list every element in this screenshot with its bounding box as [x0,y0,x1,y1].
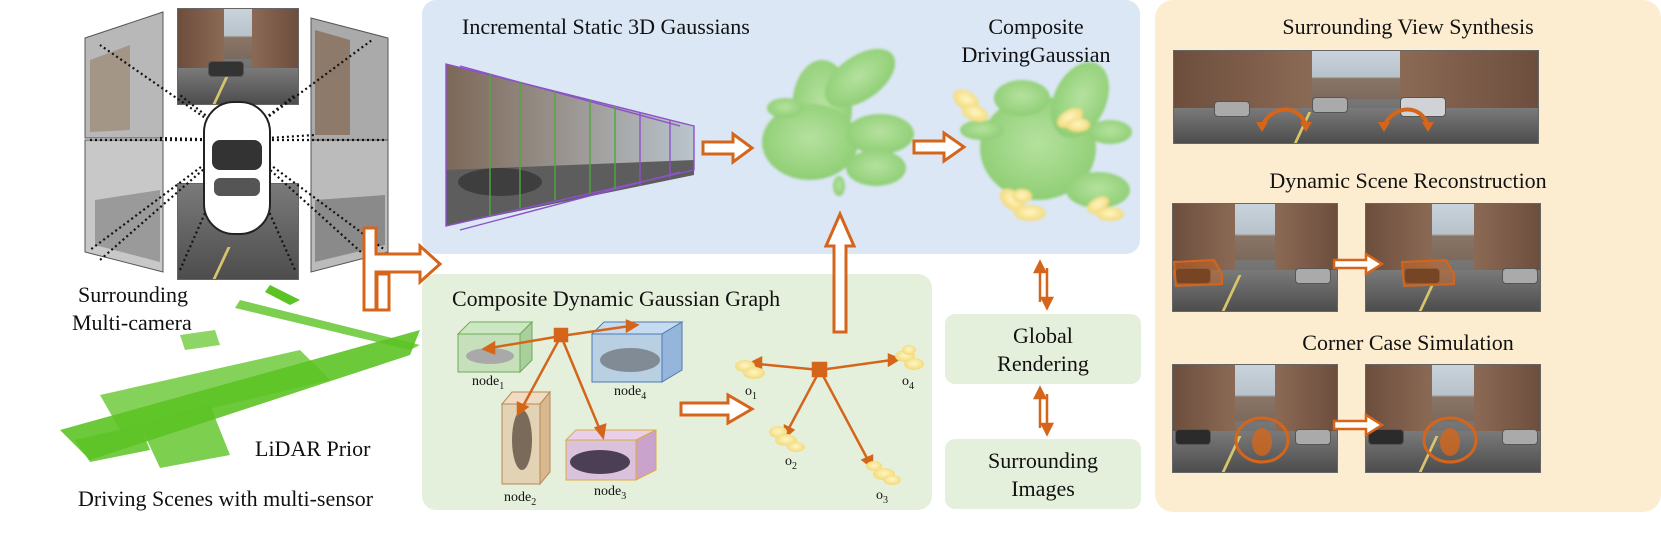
object-label-2: o2 [785,454,797,472]
arrow-frustum-to-blob [701,131,755,165]
node-label-2: node2 [504,490,537,508]
camera-back-left [84,139,164,273]
global-rendering-line1: Global [1013,323,1073,348]
reconstruction-car-boxes [1172,258,1455,288]
lidar-label: LiDAR Prior [255,436,371,461]
object-gaussians [735,345,924,485]
corner-case-circles [1234,416,1478,464]
reconstruction-image-left [1172,203,1338,312]
node-box-3 [564,429,657,481]
object-label-1: o1 [745,384,757,402]
node-label-1: node1 [472,374,505,392]
view-synthesis-title: Surrounding View Synthesis [1282,14,1534,39]
graph-panel-title: Composite Dynamic Gaussian Graph [452,286,781,311]
static-gaussian-frustum [445,63,695,231]
reconstruction-arrow [1332,251,1385,277]
corner-case-pedestrians [1252,428,1460,456]
object-graph-edges [748,353,902,470]
arrow-graph-up [823,210,857,334]
reconstruction-image-right [1365,203,1541,312]
arrow-camera-branch [375,272,391,312]
bottom-caption: Driving Scenes with multi-sensor [78,486,374,511]
surrounding-images-line2: Images [1011,476,1075,501]
corner-case-title: Corner Case Simulation [1302,330,1514,355]
static-panel-title: Incremental Static 3D Gaussians [462,14,750,39]
node-graph-edges [481,319,640,441]
view-synthesis-rotation-arrows [1260,107,1430,127]
global-rendering-box [945,314,1141,384]
node-label-3: node3 [594,484,627,502]
camera-front [177,8,299,105]
ego-car-icon [203,101,271,235]
node-box-4 [590,321,684,383]
static-gaussian-blob [762,48,914,196]
dynamic-reconstruction-title: Dynamic Scene Reconstruction [1269,168,1547,193]
camera-label-line1: Surrounding [78,282,188,307]
node-box-2 [500,390,552,486]
camera-label-line2: Multi-camera [72,310,192,335]
camera-front-right [310,17,389,141]
surrounding-images-box [945,439,1141,509]
view-synthesis-image [1173,50,1539,144]
composite-title-line1: Composite [988,14,1084,39]
arrow-blob-to-composite [912,130,967,164]
double-arrows [1032,259,1055,437]
arrow-camera-to-panel [362,226,443,312]
arrow-graph-right [679,392,755,426]
rotation-arrow-heads [1256,122,1434,132]
corner-case-arrow [1332,412,1385,438]
camera-front-left [84,11,164,139]
global-rendering-line2: Rendering [997,351,1089,376]
surrounding-images-line1: Surrounding [988,448,1098,473]
object-label-3: o3 [876,488,888,506]
node-label-4: node4 [614,384,647,402]
hollow-arrows [362,130,967,426]
node-box-1 [456,320,534,374]
object-label-4: o4 [902,374,914,392]
lidar-point-cloud [60,285,420,468]
composite-gaussian-blob [953,62,1132,221]
